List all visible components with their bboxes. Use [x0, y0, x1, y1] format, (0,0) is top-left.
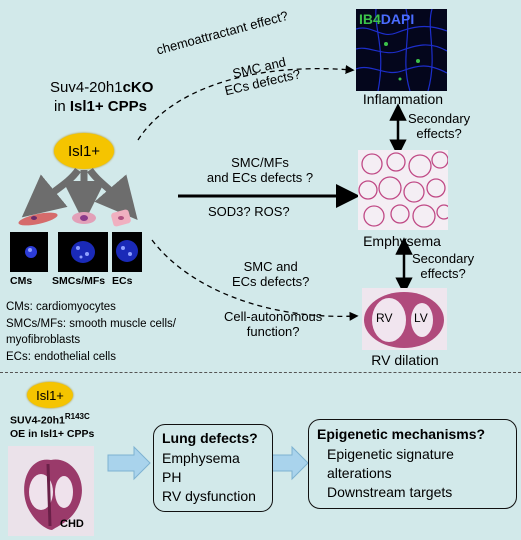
- oe-mutation: R143C: [64, 412, 90, 421]
- legend-line-2: SMCs/MFs: smooth muscle cells/: [6, 318, 176, 330]
- emphysema-image: [358, 150, 448, 230]
- isl1-label: Isl1+: [67, 142, 101, 160]
- top-title-line1: Suv4-20h1cKO: [50, 79, 153, 96]
- mid-label: SMC/MFs and ECs defects ?: [180, 155, 340, 186]
- isl1-ellipse: Isl1+: [54, 133, 114, 169]
- dashed-arrow-rv-dilation: [151, 239, 359, 321]
- stain-label: IB4DAPI: [359, 11, 414, 27]
- emphysema-label: Emphysema: [363, 233, 441, 249]
- rv-label: RV: [376, 311, 393, 325]
- gene-name: Suv4-20h1: [50, 79, 123, 96]
- rv-dilation-image: RV LV: [362, 288, 447, 350]
- legend-line-1: CMs: cardiomyocytes: [6, 301, 116, 313]
- block-arrow-2: [270, 445, 309, 481]
- block-arrow-1: [107, 445, 151, 481]
- lung-title: Lung defects?: [162, 430, 258, 446]
- mid-label-1a: SMC/MFs: [231, 155, 289, 170]
- cms-image: [10, 232, 48, 272]
- top-title-line2: in Isl1+ CPPs: [54, 98, 147, 115]
- section-divider: [0, 372, 521, 373]
- cell-cartoons: [18, 209, 131, 227]
- oe-line2: OE in Isl1+ CPPs: [10, 428, 95, 440]
- cell-autonomous-label-a: Cell-autonomous: [224, 309, 323, 324]
- epigenetic-box: Epigenetic mechanisms? Epigenetic signat…: [308, 419, 517, 509]
- lv-label: LV: [414, 311, 428, 325]
- branch-arrow-cms: [21, 167, 81, 218]
- oe-gene: SUV4-20h1: [10, 414, 65, 427]
- smc-ecs-label-2b: ECs defects?: [232, 273, 310, 289]
- inflammation-image: IB4DAPI: [356, 9, 447, 91]
- smc-ecs-label-2a: SMC and: [243, 259, 298, 274]
- ecs-image: [112, 232, 142, 272]
- epi-title: Epigenetic mechanisms?: [317, 426, 486, 442]
- secondary-label-1b: effects?: [416, 125, 462, 141]
- isl1-ellipse-bottom: Isl1+: [27, 382, 73, 408]
- epi-item-1: Epigenetic signature: [327, 446, 454, 462]
- epi-item-3: Downstream targets: [327, 484, 453, 500]
- secondary-label-2: Secondary effects?: [412, 251, 475, 282]
- stain-ib4: IB4: [359, 11, 381, 27]
- branch-arrow-ecs: [87, 167, 138, 220]
- chd-image: CHD: [8, 446, 94, 536]
- legend-line-4: ECs: endothelial cells: [6, 351, 116, 363]
- smc-ecs-label-2: SMC and ECs defects?: [232, 259, 310, 290]
- lung-item-3: RV dysfunction: [162, 488, 256, 504]
- title-prefix: in: [54, 98, 70, 115]
- epi-item-2: alterations: [327, 465, 392, 481]
- lung-defects-box: Lung defects? Emphysema PH RV dysfunctio…: [153, 424, 273, 512]
- cell-label-cms: CMs: [10, 275, 33, 287]
- lung-item-2: PH: [162, 469, 182, 485]
- stain-dapi: DAPI: [380, 11, 415, 27]
- cell-label-ecs: ECs: [112, 275, 133, 287]
- sod3-label: SOD3? ROS?: [208, 204, 290, 219]
- secondary-label-1a: Secondary: [408, 111, 471, 126]
- cpps-label: Isl1+ CPPs: [69, 98, 147, 115]
- cardiomyocyte-icon: [18, 212, 58, 226]
- cell-label-smcs: SMCs/MFs: [52, 275, 106, 287]
- isl1-label-bottom: Isl1+: [36, 387, 64, 403]
- cell-autonomous-label-b: function?: [246, 323, 300, 339]
- cell-autonomous-label: Cell-autonomous function?: [224, 309, 323, 340]
- mid-label-1b: and ECs defects ?: [206, 169, 314, 185]
- smcs-image: [58, 232, 108, 272]
- inflammation-label: Inflammation: [362, 91, 444, 107]
- dashed-arrow-inflammation: [137, 64, 355, 141]
- legend-line-3: myofibroblasts: [6, 334, 81, 346]
- chd-label: CHD: [60, 518, 84, 530]
- oe-line1: SUV4-20h1R143C: [10, 412, 90, 427]
- secondary-label-1: Secondary effects?: [408, 111, 471, 142]
- lung-item-1: Emphysema: [162, 450, 240, 466]
- secondary-label-2b: effects?: [420, 265, 466, 281]
- cko-label: cKO: [122, 79, 154, 96]
- secondary-label-2a: Secondary: [412, 251, 475, 266]
- rv-dilation-label: RV dilation: [371, 352, 439, 368]
